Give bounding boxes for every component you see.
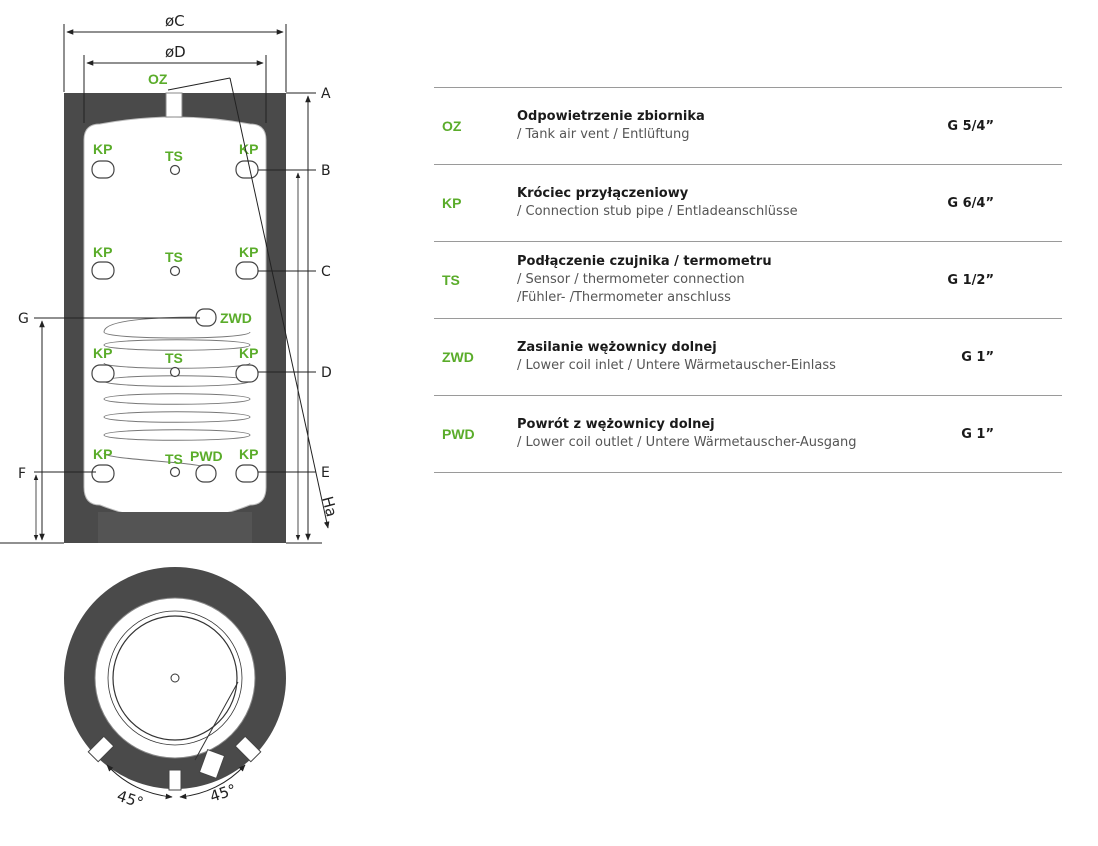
- connection-description: Króciec przyłączeniowy / Connection stub…: [517, 165, 798, 241]
- connection-subtitle: / Lower coil outlet / Untere Wärmetausch…: [517, 435, 857, 450]
- height-markers-right: [258, 92, 322, 544]
- top-center-socket: [170, 673, 180, 683]
- dimension-od: [83, 55, 267, 123]
- connection-size: G 1”: [961, 426, 994, 442]
- height-markers-left: [0, 317, 200, 544]
- ts-sockets: [169, 164, 181, 478]
- port-label-ts: TS: [165, 451, 183, 467]
- height-label-a: A: [321, 86, 331, 102]
- connection-description: Podłączenie czujnika / termometru / Sens…: [517, 242, 772, 318]
- connection-subtitle: / Connection stub pipe / Entladeanschlüs…: [517, 204, 798, 219]
- table-row: PWD Powrót z wężownicy dolnej / Lower co…: [434, 395, 1062, 473]
- dimension-od-label: øD: [165, 43, 186, 61]
- connection-subtitle: / Lower coil inlet / Untere Wärmetausche…: [517, 358, 836, 373]
- table-row: OZ Odpowietrzenie zbiornika / Tank air v…: [434, 87, 1062, 164]
- connection-code: ZWD: [442, 349, 474, 365]
- connection-code: TS: [442, 272, 460, 288]
- angle-arcs: [106, 764, 246, 800]
- connection-description: Powrót z wężownicy dolnej / Lower coil o…: [517, 396, 857, 472]
- angle-label-left: 45°: [115, 787, 146, 812]
- connection-title: Odpowietrzenie zbiornika: [517, 109, 705, 124]
- angle-label-right: 45°: [208, 780, 239, 805]
- port-label-kp: KP: [239, 345, 258, 361]
- table-row: TS Podłączenie czujnika / termometru / S…: [434, 241, 1062, 318]
- connection-size: G 6/4”: [947, 195, 994, 211]
- connection-size: G 5/4”: [947, 118, 994, 134]
- connection-code: KP: [442, 195, 462, 211]
- connection-code: PWD: [442, 426, 475, 442]
- connection-title: Zasilanie wężownicy dolnej: [517, 340, 717, 355]
- port-label-kp: KP: [239, 446, 258, 462]
- port-label-zwd: ZWD: [220, 310, 252, 326]
- connection-description: Odpowietrzenie zbiornika / Tank air vent…: [517, 88, 705, 164]
- height-label-f: F: [18, 466, 26, 482]
- connection-description: Zasilanie wężownicy dolnej / Lower coil …: [517, 319, 836, 395]
- tank-side-view: OZ KP KP TS KP KP TS ZWD KP KP TS KP KP …: [0, 12, 341, 544]
- height-label-b: B: [321, 163, 331, 179]
- connection-title: Podłączenie czujnika / termometru: [517, 254, 772, 269]
- oz-leader: [167, 77, 231, 91]
- connection-code: OZ: [442, 118, 462, 134]
- port-label-kp: KP: [93, 345, 112, 361]
- kp-stubs: [91, 160, 259, 483]
- height-label-g: G: [18, 311, 29, 327]
- port-label-kp: KP: [239, 244, 258, 260]
- port-label-kp: KP: [93, 141, 112, 157]
- port-label-ts: TS: [165, 249, 183, 265]
- connection-subtitle: /Fühler- /Thermometer anschluss: [517, 290, 731, 305]
- connection-size: G 1”: [961, 349, 994, 365]
- port-label-oz: OZ: [148, 71, 168, 87]
- height-label-c: C: [321, 264, 331, 280]
- dimension-oc-label: øC: [165, 12, 185, 30]
- port-label-pwd: PWD: [190, 448, 223, 464]
- connection-size: G 1/2”: [947, 272, 994, 288]
- dimension-oc: [63, 24, 287, 92]
- port-label-kp: KP: [93, 446, 112, 462]
- port-label-ts: TS: [165, 350, 183, 366]
- tank-top-view: 45° 45°: [64, 567, 286, 812]
- lower-coil: [103, 316, 251, 469]
- connection-subtitle: / Sensor / thermometer connection: [517, 272, 745, 287]
- top-coil-outer: [107, 610, 243, 746]
- top-coil: [112, 615, 238, 741]
- dimension-ha: [229, 77, 330, 529]
- dimension-ha-label: Ha: [318, 494, 341, 518]
- table-row: KP Króciec przyłączeniowy / Connection s…: [434, 164, 1062, 241]
- table-row: ZWD Zasilanie wężownicy dolnej / Lower c…: [434, 318, 1062, 395]
- tank-base: [98, 512, 252, 543]
- port-label-kp: KP: [239, 141, 258, 157]
- vent-pipe: [165, 92, 183, 118]
- connection-title: Powrót z wężownicy dolnej: [517, 417, 715, 432]
- height-label-d: D: [321, 365, 332, 381]
- connection-spec-table: OZ Odpowietrzenie zbiornika / Tank air v…: [434, 87, 1062, 473]
- height-label-e: E: [321, 465, 330, 481]
- port-label-ts: TS: [165, 148, 183, 164]
- connection-title: Króciec przyłączeniowy: [517, 186, 689, 201]
- port-label-kp: KP: [93, 244, 112, 260]
- connection-subtitle: / Tank air vent / Entlüftung: [517, 127, 690, 142]
